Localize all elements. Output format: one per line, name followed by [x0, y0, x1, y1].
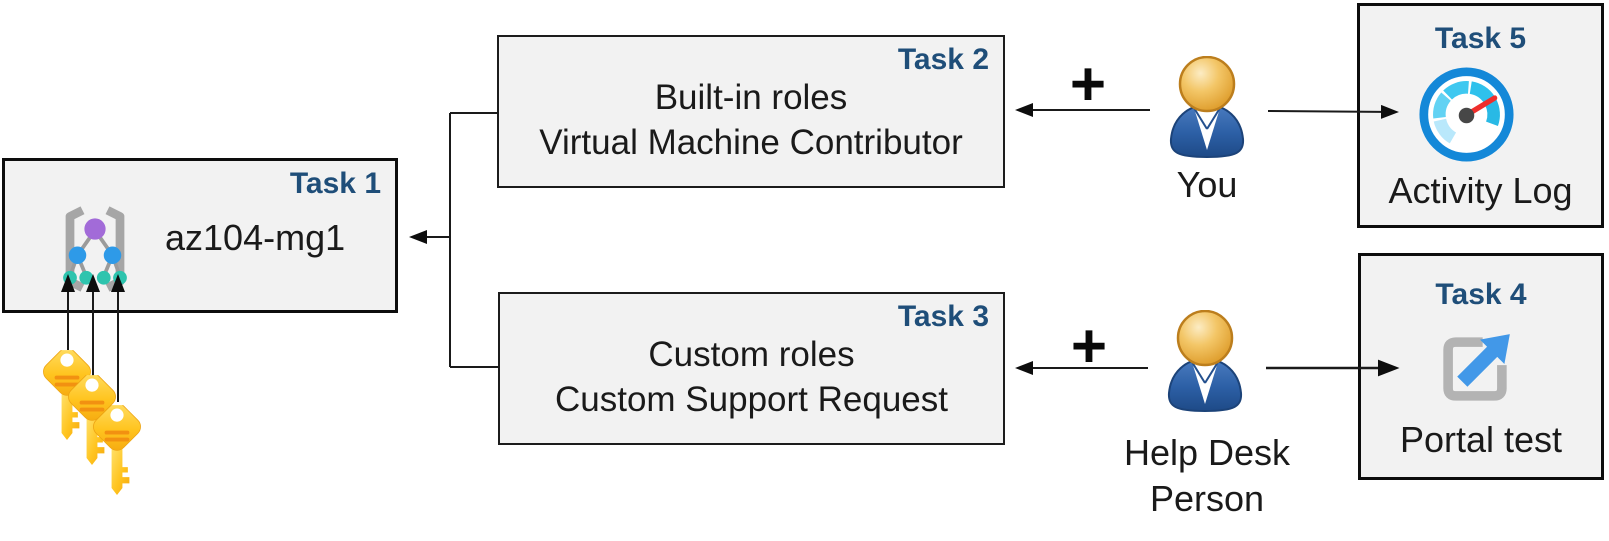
management-group-name: az104-mg1 — [165, 217, 346, 258]
task2-line2: Virtual Machine Contributor — [539, 123, 963, 162]
help-desk-label-line1: Help Desk — [1123, 432, 1291, 473]
person-icon-you — [1152, 56, 1262, 162]
task1-box: Task 1 az104-mg1 — [2, 158, 398, 313]
task3-line1: Custom roles — [648, 335, 855, 374]
task4-box: Task 4 Portal test — [1358, 253, 1604, 480]
task2-label: Task 2 — [897, 43, 989, 76]
task2-text: Built-in roles Virtual Machine Contribut… — [499, 75, 1003, 165]
task4-label: Task 4 — [1435, 278, 1527, 311]
task3-label: Task 3 — [897, 300, 989, 333]
task5-caption: Activity Log — [1388, 170, 1573, 211]
bracket-connector — [449, 112, 499, 368]
task5-box: Task 5 Activity Log — [1357, 3, 1604, 228]
task2-box: Task 2 Built-in roles Virtual Machine Co… — [497, 35, 1005, 188]
person-icon-help-desk — [1150, 310, 1260, 416]
help-desk-label: Help Desk Person — [1087, 430, 1327, 522]
task4-caption: Portal test — [1399, 419, 1563, 460]
plus-icon-top: + — [1069, 50, 1107, 119]
task3-box: Task 3 Custom roles Custom Support Reque… — [498, 292, 1005, 445]
key-icon-3 — [86, 405, 148, 502]
task3-line2: Custom Support Request — [555, 380, 948, 419]
you-label: You — [1176, 164, 1238, 205]
gauge-icon — [1418, 66, 1515, 163]
help-desk-label-line2: Person — [1149, 478, 1265, 519]
external-link-icon — [1427, 321, 1523, 417]
task3-text: Custom roles Custom Support Request — [500, 332, 1003, 422]
task2-line1: Built-in roles — [654, 78, 848, 117]
task5-label: Task 5 — [1434, 22, 1527, 55]
task1-label: Task 1 — [289, 167, 381, 200]
management-group-icon — [45, 199, 145, 299]
plus-icon-bottom: + — [1070, 312, 1108, 381]
